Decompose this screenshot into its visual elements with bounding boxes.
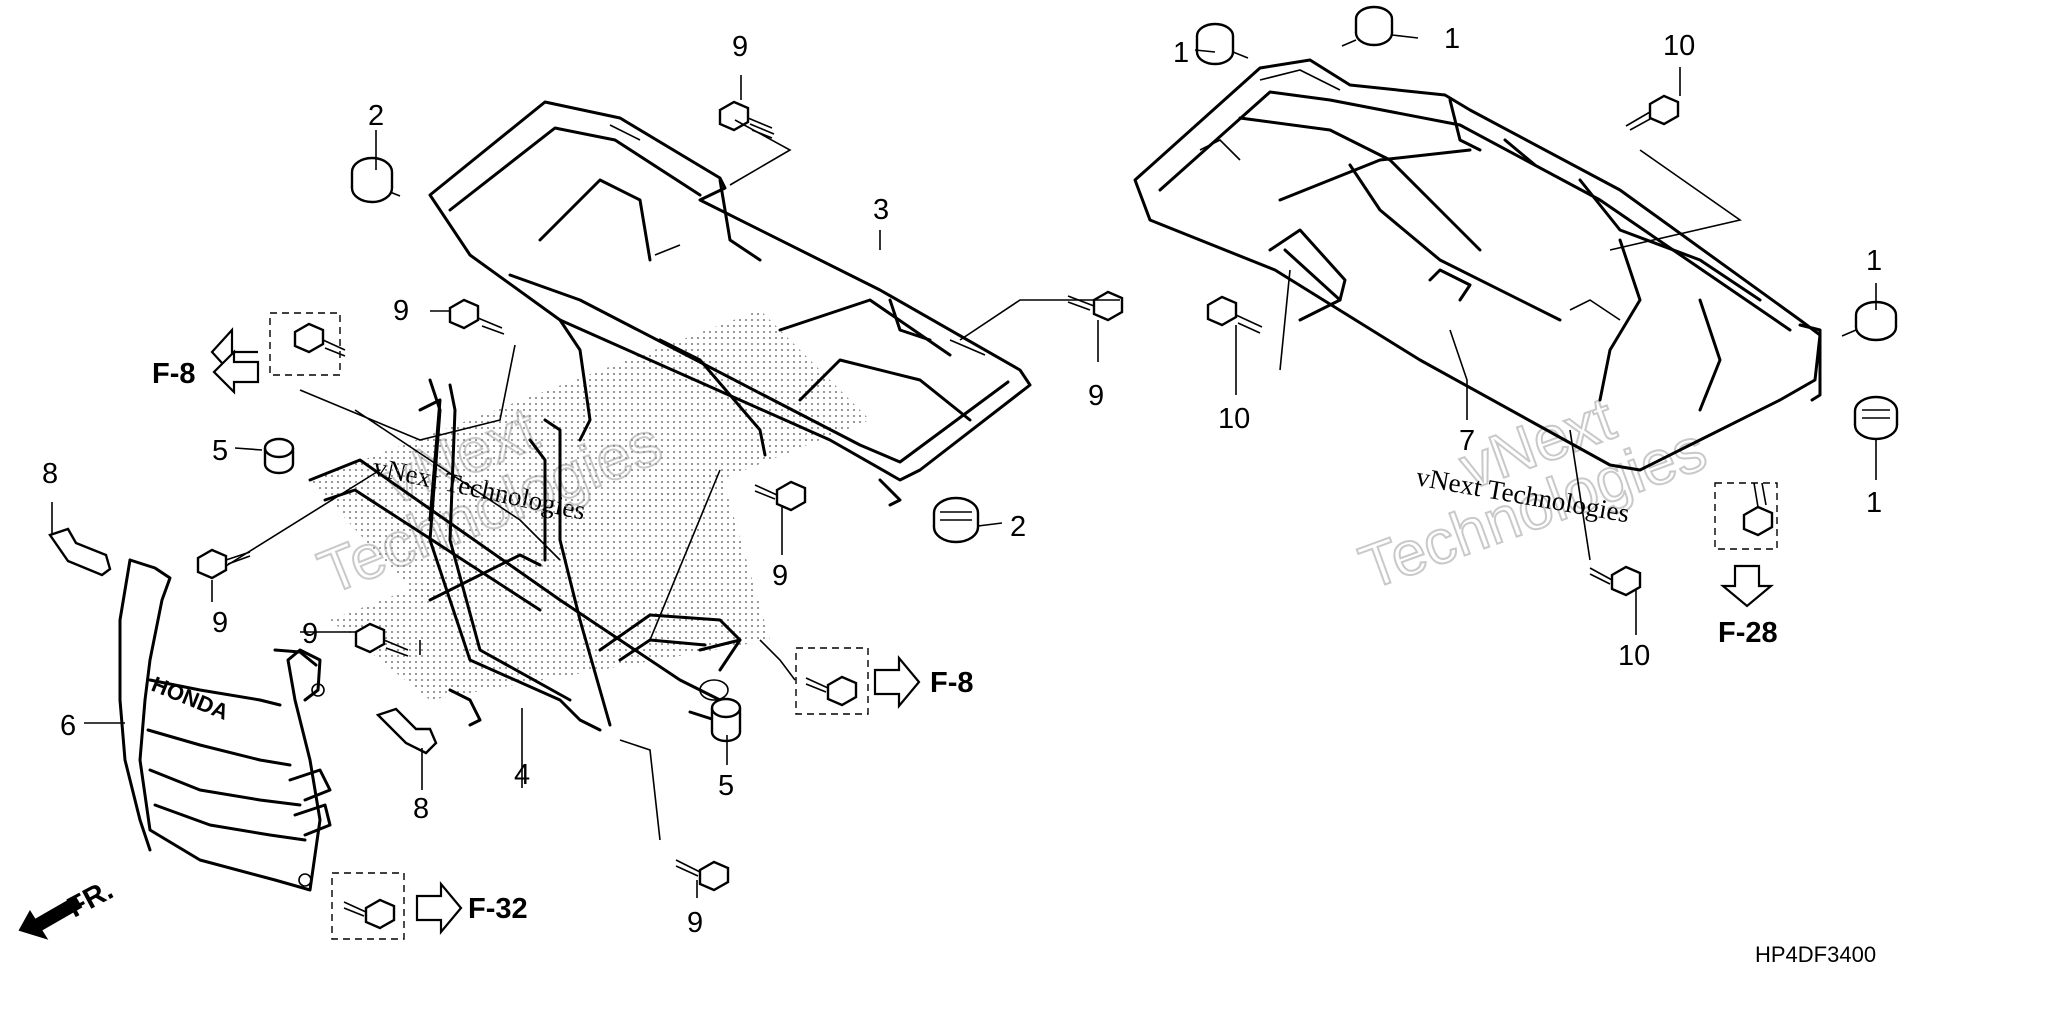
bolt-9g	[675, 859, 730, 892]
callout-9-g: 9	[687, 907, 703, 939]
ref-f8-right-label: F-8	[930, 667, 974, 699]
callout-1-a: 1	[1173, 37, 1189, 69]
diagram-code: HP4DF3400	[1755, 942, 1876, 967]
bolt-9d	[754, 480, 807, 512]
arrow-down-icon	[1719, 564, 1775, 608]
rear-carrier	[1133, 58, 1822, 472]
callouts: 1 1 1 1 2 2 3 4 5 5 6 7 8 8 9 9 9 9 9 9 …	[42, 23, 1882, 939]
callout-1-c: 1	[1866, 245, 1882, 277]
ref-f8-left-label: F-8	[152, 358, 196, 390]
grommet-1a	[1195, 22, 1249, 66]
ref-f28-label: F-28	[1718, 617, 1778, 649]
bolt-boxed-f8-right	[805, 675, 858, 707]
arrow-right-icon-2	[415, 880, 463, 936]
watermark-right: vNext Technologies vNext Technologies	[1350, 383, 1716, 604]
ref-f28: F-28	[1718, 564, 1778, 649]
front-arrow-icon	[18, 895, 83, 940]
callout-1-b: 1	[1444, 23, 1460, 55]
ref-f32-label: F-32	[468, 893, 528, 925]
callout-4: 4	[514, 759, 530, 791]
bolt-10a	[1625, 94, 1680, 131]
grommet-1b	[1341, 5, 1394, 47]
callout-10-c: 10	[1618, 640, 1650, 672]
callout-5-a: 5	[212, 435, 228, 467]
bolt-9f	[354, 622, 409, 657]
front-label: FR.	[62, 874, 118, 924]
bolt-10b	[1206, 295, 1263, 334]
bolt-boxed-f8-left	[293, 322, 346, 357]
callout-7: 7	[1459, 425, 1475, 457]
grommet-2b	[932, 496, 980, 544]
arrow-left-icon	[212, 349, 260, 395]
clip-8b	[375, 707, 438, 755]
grommet-1c	[1841, 300, 1898, 342]
ref-f8-right: F-8	[873, 654, 974, 710]
callout-9-a: 9	[732, 31, 748, 63]
callout-8-b: 8	[413, 793, 429, 825]
cap-5a	[263, 437, 295, 475]
callout-1-d: 1	[1866, 487, 1882, 519]
grille-logo: HONDA	[148, 671, 232, 724]
arrow-right-icon	[873, 654, 921, 710]
ref-f32: F-32	[415, 880, 528, 936]
callout-9-c: 9	[1088, 380, 1104, 412]
bolt-boxed-f28	[1742, 482, 1774, 537]
callout-3: 3	[873, 194, 889, 226]
callout-6: 6	[60, 710, 76, 742]
ref-f8-left: F-8	[152, 327, 260, 395]
callout-2-a: 2	[368, 100, 384, 132]
callout-2-b: 2	[1010, 511, 1026, 543]
bolt-9a	[718, 100, 775, 139]
bolt-9b	[448, 298, 505, 335]
cap-5b	[710, 697, 742, 743]
front-carrier	[428, 100, 1032, 507]
bolt-9c	[1067, 290, 1124, 322]
bolt-9e	[196, 548, 251, 580]
leader-lines	[51, 34, 1877, 898]
clip-8a	[48, 527, 112, 577]
callout-8-a: 8	[42, 458, 58, 490]
dashed-boxes	[269, 312, 1778, 940]
grommet-2a	[350, 156, 401, 204]
callout-10-a: 10	[1663, 30, 1695, 62]
callout-9-d: 9	[772, 560, 788, 592]
grommet-1d	[1853, 395, 1899, 441]
bolt-boxed-f32	[343, 898, 396, 930]
callout-9-b: 9	[393, 295, 409, 327]
callout-5-b: 5	[718, 770, 734, 802]
callout-9-f: 9	[302, 618, 318, 650]
callout-10-b: 10	[1218, 403, 1250, 435]
front-indicator: FR.	[18, 874, 119, 940]
bolt-10c	[1589, 565, 1642, 597]
callout-9-e: 9	[212, 607, 228, 639]
